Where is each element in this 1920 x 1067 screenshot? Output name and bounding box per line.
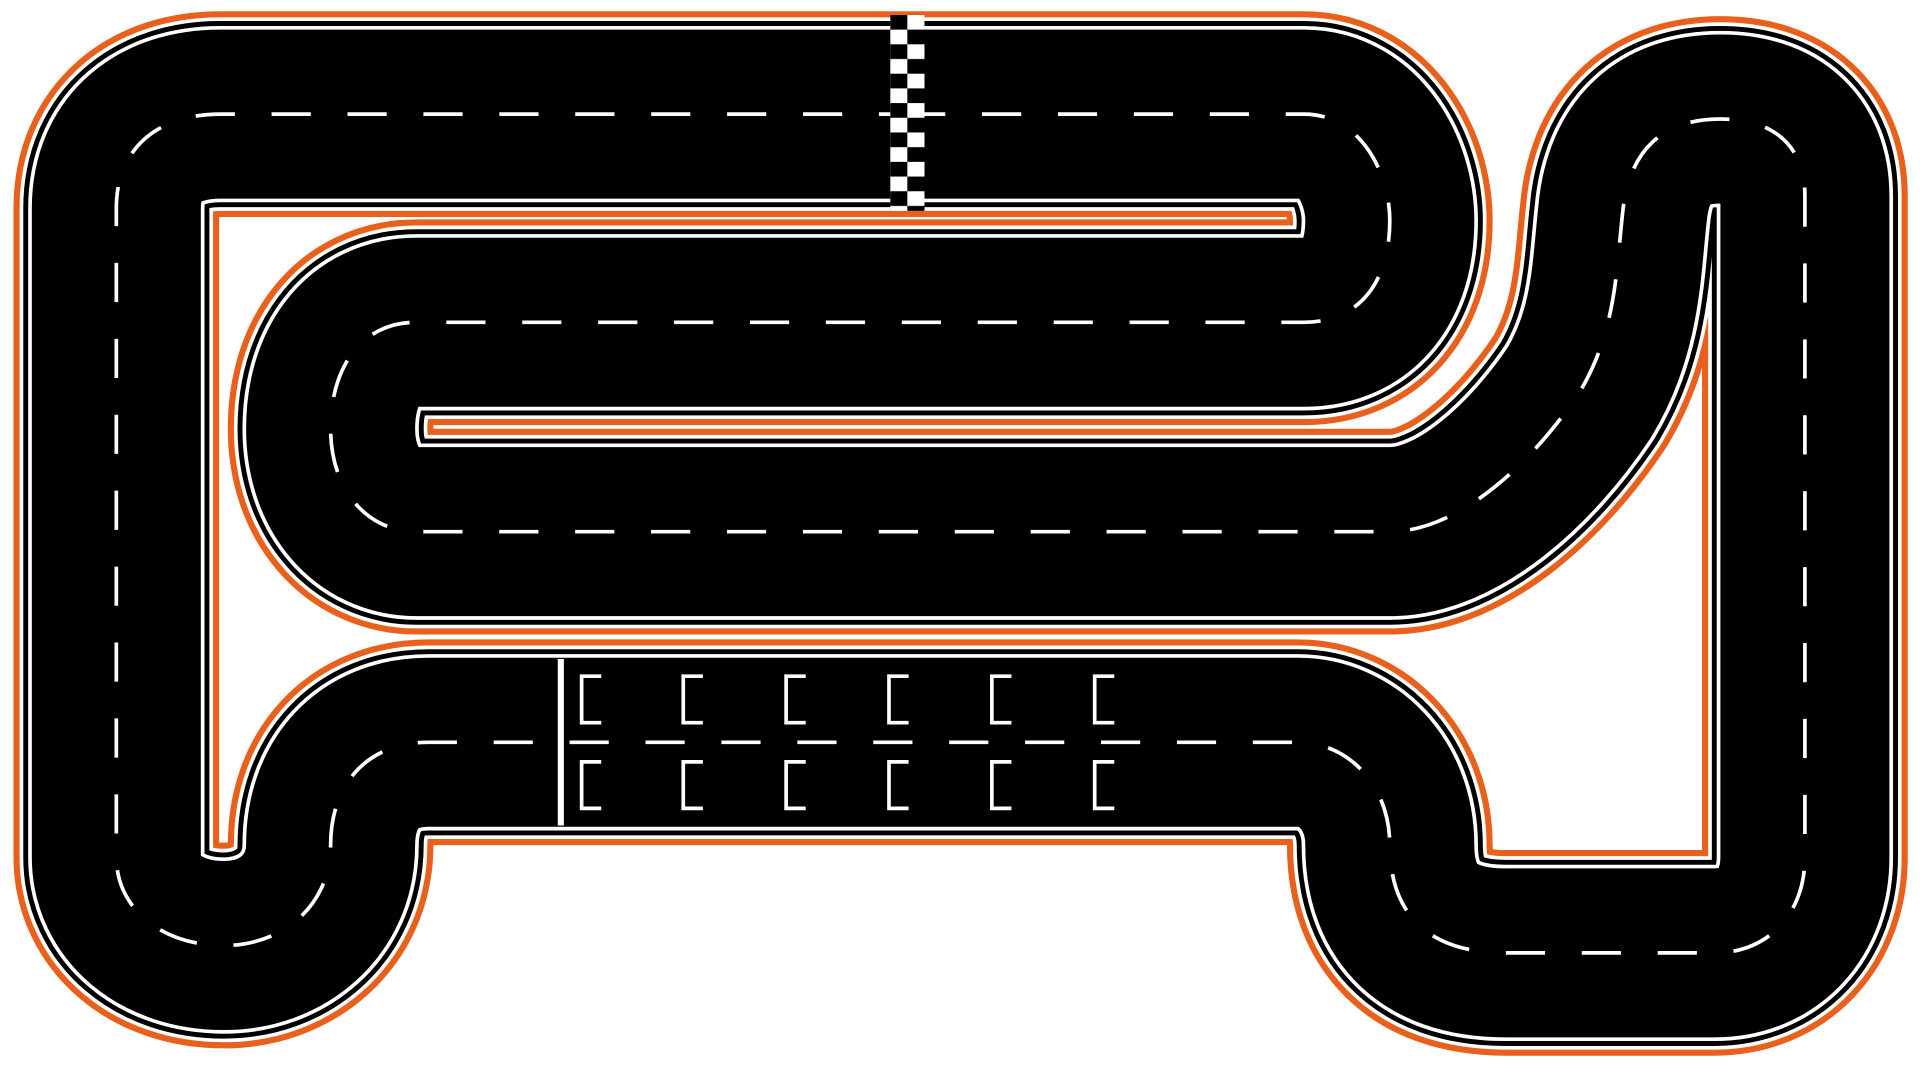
- grid-slot-marker: [887, 674, 909, 725]
- grid-slot-marker: [784, 674, 806, 725]
- starting-grid: [557, 659, 1115, 826]
- grid-slot-marker: [579, 760, 602, 811]
- grid-slot-marker: [990, 760, 1012, 811]
- grid-slot-marker: [579, 674, 602, 725]
- center-dashed-line: [114, 112, 1807, 955]
- grid-slot-marker: [681, 760, 703, 811]
- track-road: [13, 11, 1908, 1056]
- start-finish-line: [890, 14, 925, 211]
- grid-slot-marker: [990, 674, 1012, 725]
- grid-slot-marker: [784, 760, 806, 811]
- checkered-flag-line: [890, 14, 925, 211]
- grid-slot-marker: [1092, 674, 1115, 725]
- grid-slot-marker: [887, 760, 909, 811]
- grid-slot-marker: [681, 674, 703, 725]
- grid-slot-marker: [1092, 760, 1115, 811]
